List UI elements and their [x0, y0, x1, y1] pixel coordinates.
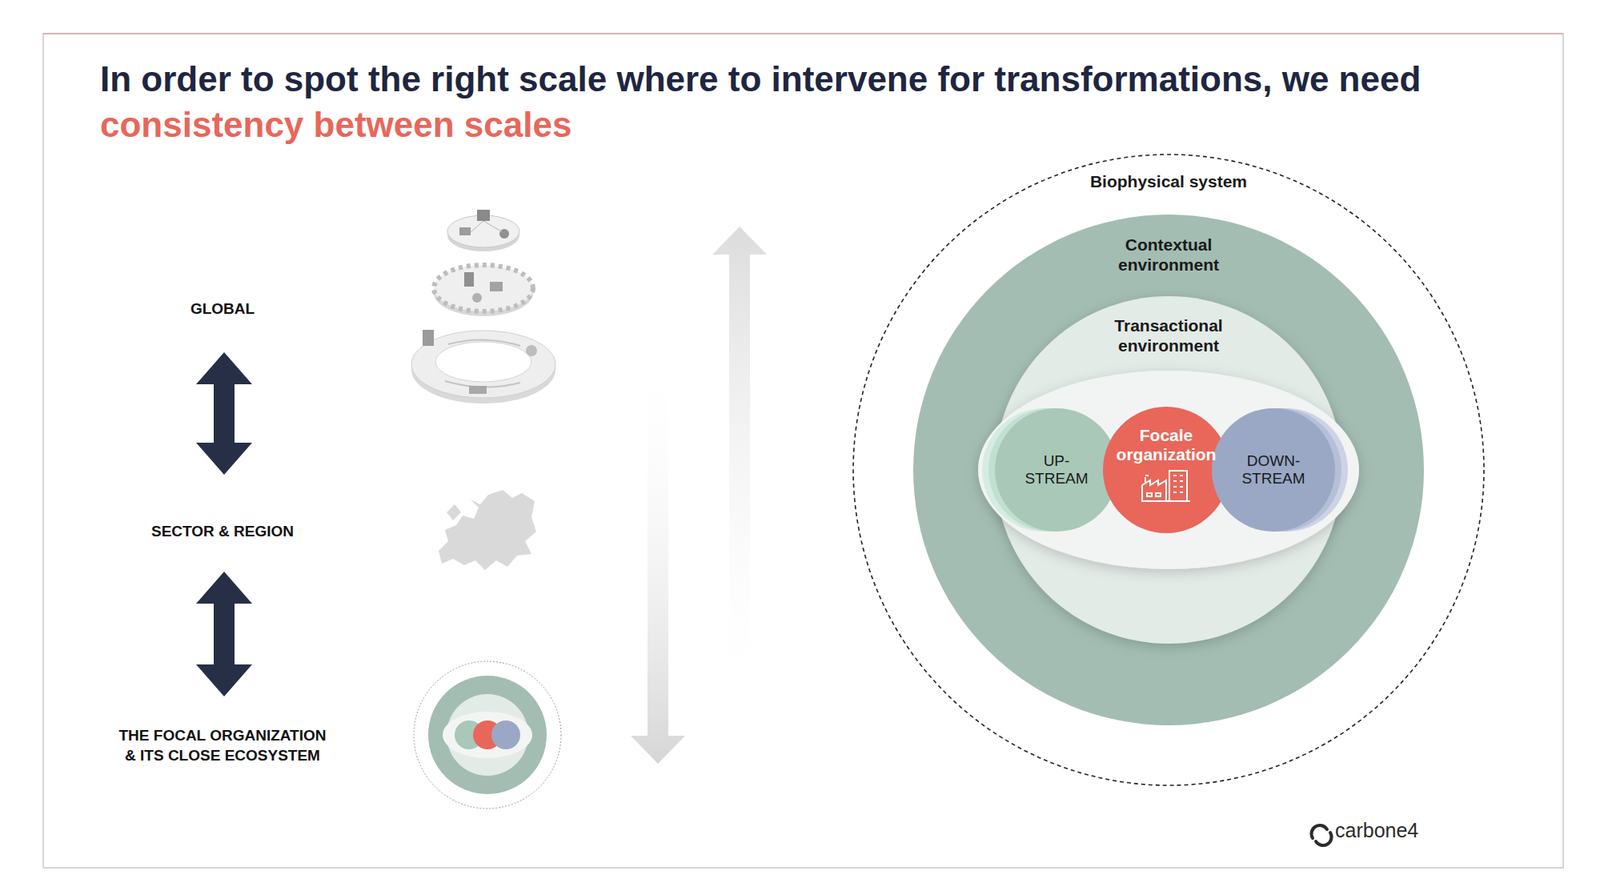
node-shape [1102, 406, 1230, 534]
europe-map [438, 489, 537, 570]
node-label: Focale organization [1106, 425, 1227, 465]
focal-circle: Focale organization [1102, 406, 1230, 534]
downstream-circle: DOWN-STREAM [1211, 408, 1336, 532]
icon [525, 344, 538, 357]
icon [469, 385, 487, 394]
cycle-arrows [445, 339, 521, 387]
tower [1166, 470, 1191, 502]
node-label: UP-STREAM [1020, 452, 1093, 488]
icon [489, 281, 503, 292]
node-label: DOWN-STREAM [1233, 452, 1314, 488]
transactional-circle: Transactional environmentUP-STREAM Focale… [994, 296, 1343, 644]
link [470, 220, 503, 233]
node-label: Biophysical system [1064, 171, 1273, 192]
circle [994, 296, 1343, 644]
double-arrow [196, 352, 253, 475]
logo-arc [1315, 832, 1332, 846]
building-icon [1140, 467, 1192, 503]
gear-plate [433, 264, 534, 312]
circle [853, 154, 1484, 786]
plate-hole [435, 341, 532, 382]
mini-circle [413, 661, 562, 809]
value-chain-ellipse [978, 370, 1360, 570]
double-arrow [196, 571, 253, 697]
node-label: Contextual environment [1076, 234, 1261, 275]
mini-diagram [413, 661, 562, 809]
down-arrow [630, 346, 686, 764]
title-highlight: consistency between scales [100, 104, 572, 145]
frame [43, 33, 1564, 868]
building-strokes [1142, 470, 1191, 502]
circle [994, 408, 1119, 532]
title-text: In order to spot the right scale where t… [100, 59, 1421, 99]
icon [459, 227, 471, 236]
mini-circle [491, 720, 521, 750]
contextual-circle: Contextual environmentTransactional envi… [913, 214, 1424, 726]
frame-top [43, 32, 1564, 35]
circle [1211, 408, 1336, 532]
up-arrow [712, 226, 767, 721]
icon [472, 292, 482, 303]
scale-label: THE FOCAL ORGANIZATION & ITS CLOSE ECOSY… [118, 725, 327, 766]
upstream-circle: UP-STREAM [994, 408, 1119, 532]
circle [913, 214, 1424, 726]
factory [1142, 475, 1167, 502]
plate [411, 330, 556, 398]
mini-circle [446, 693, 529, 776]
global-plates [411, 209, 556, 404]
node-label: Transactional environment [1076, 315, 1261, 356]
biophysical-circle: Biophysical systemContextual environment… [852, 153, 1485, 786]
circle [1102, 406, 1230, 534]
title: In order to spot the right scale where t… [100, 56, 1533, 148]
icon [422, 329, 434, 346]
icon [477, 209, 490, 221]
logo-icon [1311, 825, 1332, 846]
icon [464, 272, 474, 287]
logo-text: carbone4 [1335, 818, 1419, 843]
scale-label: SECTOR & REGION [118, 521, 327, 542]
windows [1146, 475, 1183, 497]
mini-ellipse [442, 711, 533, 758]
logo-arc [1311, 825, 1328, 839]
scale-label: GLOBAL [118, 298, 327, 319]
mini-circle [428, 675, 547, 794]
icon [499, 228, 510, 239]
